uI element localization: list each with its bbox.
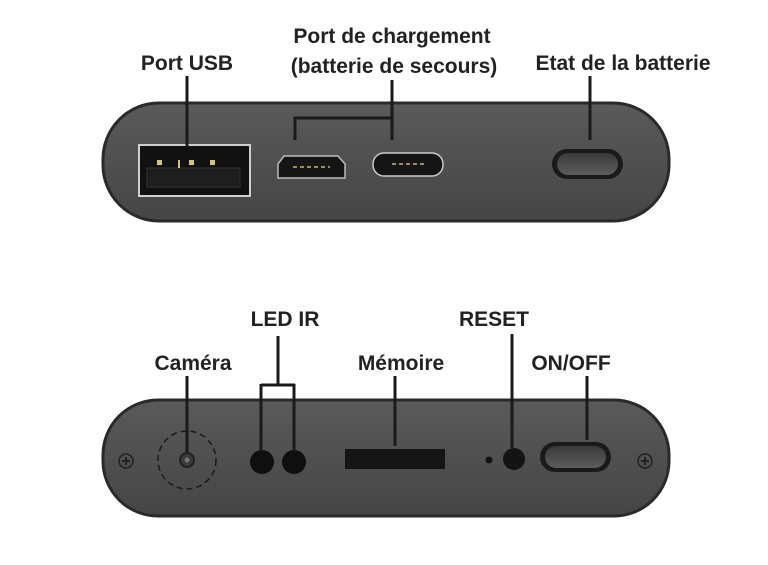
label-led-ir: LED IR	[251, 308, 320, 331]
micro-usb-port	[277, 155, 346, 179]
led-ir-pointer	[259, 336, 296, 451]
usb-port	[138, 144, 251, 197]
bottom-panel: Caméra LED IR Mémoire RESET ON/OFF	[101, 308, 671, 518]
ir-leds	[250, 450, 306, 474]
top-panel: Port USB Port de chargement (batterie de…	[101, 25, 711, 223]
label-camera: Caméra	[154, 352, 231, 375]
label-on-off: ON/OFF	[531, 352, 610, 375]
reset-button[interactable]	[503, 448, 525, 470]
usb-c-port	[372, 152, 444, 177]
indicator-dot	[485, 456, 493, 464]
label-memory: Mémoire	[358, 352, 444, 375]
screw-right-icon	[637, 453, 653, 469]
screw-left-icon	[118, 453, 134, 469]
label-battery-status: Etat de la batterie	[535, 52, 710, 75]
charging-port-pointer	[293, 80, 394, 140]
camera-lens	[157, 430, 217, 490]
on-off-button[interactable]	[540, 442, 611, 472]
label-reset: RESET	[459, 308, 529, 331]
memory-card-slot	[345, 449, 445, 469]
battery-status-button[interactable]	[552, 149, 623, 179]
label-charging-port-line1: Port de chargement	[293, 25, 490, 48]
label-charging-port-line2: (batterie de secours)	[291, 55, 498, 78]
label-usb-port: Port USB	[141, 52, 233, 75]
